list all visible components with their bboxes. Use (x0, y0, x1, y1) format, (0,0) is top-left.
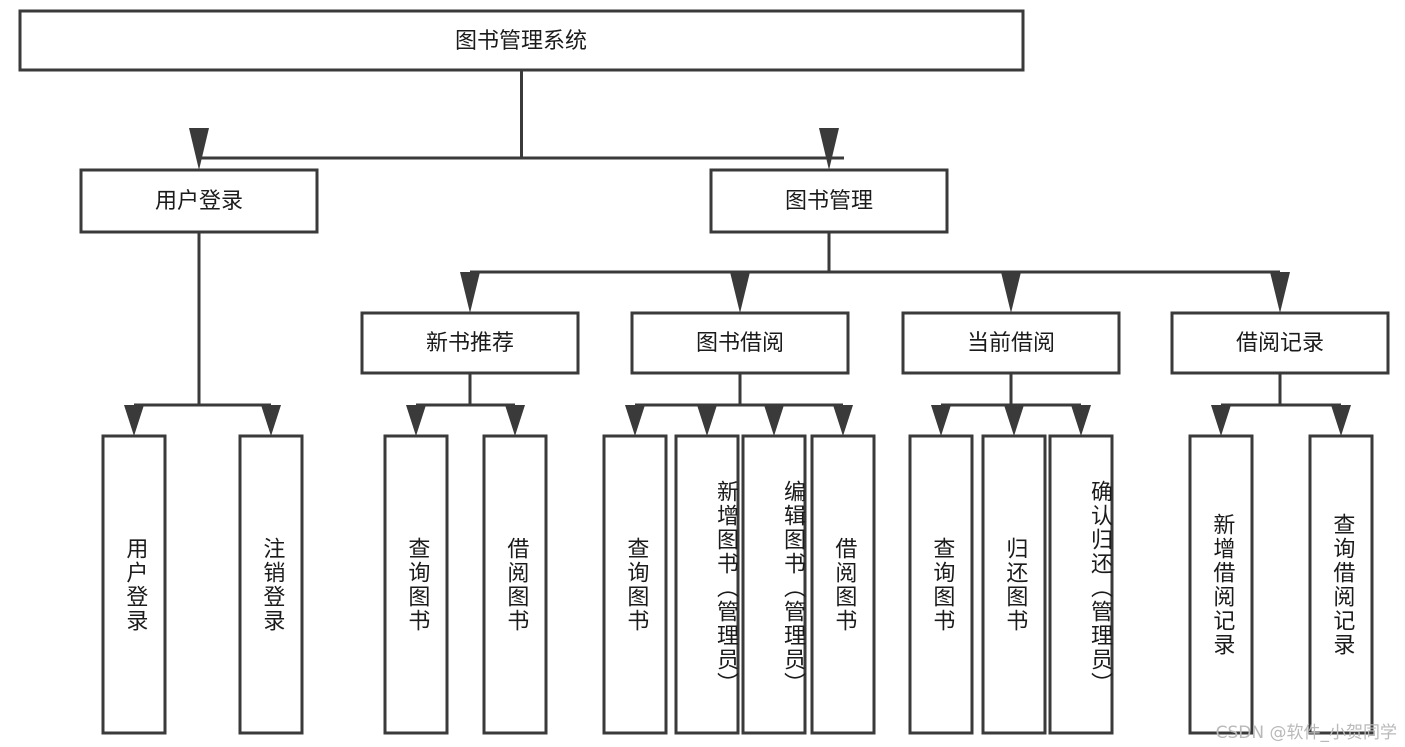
leaf-box-query-book-newbook[interactable] (383, 434, 449, 735)
node-book-management[interactable]: 图书管理 (709, 168, 949, 234)
node-new-book-recommend[interactable]: 新书推荐 (360, 311, 580, 375)
arrow-head-leaf-10 (1004, 405, 1024, 436)
leaf-box-borrow-book[interactable] (810, 434, 876, 735)
arrow-head-leaf-12 (1211, 405, 1231, 436)
node-book-borrow-label: 图书借阅 (696, 331, 784, 356)
node-book-borrow-box[interactable] (630, 311, 850, 375)
connector-group-level3 (416, 373, 1341, 407)
node-book-management-label: 图书管理 (785, 189, 873, 214)
arrow-head-borrow (730, 272, 750, 313)
node-new-book-recommend-label: 新书推荐 (426, 331, 514, 356)
node-current-borrow-label: 当前借阅 (967, 331, 1055, 356)
node-user-login-label: 用户登录 (155, 189, 243, 214)
leaf-box-edit-book-admin[interactable] (741, 434, 807, 735)
arrow-head-bookmgmt (819, 128, 839, 170)
leaf-box-add-book-admin[interactable] (674, 434, 740, 735)
leaf-box-query-book-borrow[interactable] (602, 434, 668, 735)
node-root[interactable]: 图书管理系统 (18, 9, 1025, 72)
arrow-head-leaf-1 (124, 405, 144, 436)
leaf-box-add-borrow-record[interactable] (1188, 434, 1254, 735)
node-borrow-record-box[interactable] (1170, 311, 1390, 375)
node-root-label: 图书管理系统 (455, 29, 587, 54)
arrow-head-leaf-7 (764, 405, 784, 436)
arrow-head-leaf-4 (505, 405, 525, 436)
leaf-box-user-login[interactable] (101, 434, 167, 735)
node-root-box[interactable] (18, 9, 1025, 72)
node-book-management-box[interactable] (709, 168, 949, 234)
arrow-head-leaf-3 (406, 405, 426, 436)
node-borrow-record[interactable]: 借阅记录 (1170, 311, 1390, 375)
arrow-head-leaf-6 (697, 405, 717, 436)
node-book-borrow[interactable]: 图书借阅 (630, 311, 850, 375)
leaf-box-borrow-book-newbook[interactable] (482, 434, 548, 735)
arrow-head-leaf-9 (931, 405, 951, 436)
connector-group-root (197, 70, 844, 160)
node-user-login-box[interactable] (79, 168, 319, 234)
leaf-box-logout-login[interactable] (238, 434, 304, 735)
leaf-box-return-book[interactable] (981, 434, 1047, 735)
node-current-borrow-box[interactable] (901, 311, 1121, 375)
arrow-head-newbook (460, 272, 480, 313)
node-current-borrow[interactable]: 当前借阅 (901, 311, 1121, 375)
leaf-box-query-borrow-record[interactable] (1308, 434, 1374, 735)
node-new-book-recommend-box[interactable] (360, 311, 580, 375)
arrow-head-record (1270, 272, 1290, 313)
arrow-head-current (1001, 272, 1021, 313)
arrow-head-leaf-8 (833, 405, 853, 436)
arrow-head-leaf-11 (1071, 405, 1091, 436)
arrow-head-leaf-5 (625, 405, 645, 436)
node-borrow-record-label: 借阅记录 (1236, 331, 1324, 356)
arrow-head-leaf-2 (261, 405, 281, 436)
node-user-login[interactable]: 用户登录 (79, 168, 319, 234)
arrow-head-leaf-13 (1331, 405, 1351, 436)
leaf-box-confirm-return-admin[interactable] (1048, 434, 1114, 735)
arrow-head-userlogin (189, 128, 209, 170)
arrow-group (124, 128, 1351, 436)
leaf-group (101, 434, 1374, 735)
connector-group-level2 (134, 232, 1280, 407)
leaf-box-query-book-current[interactable] (908, 434, 974, 735)
